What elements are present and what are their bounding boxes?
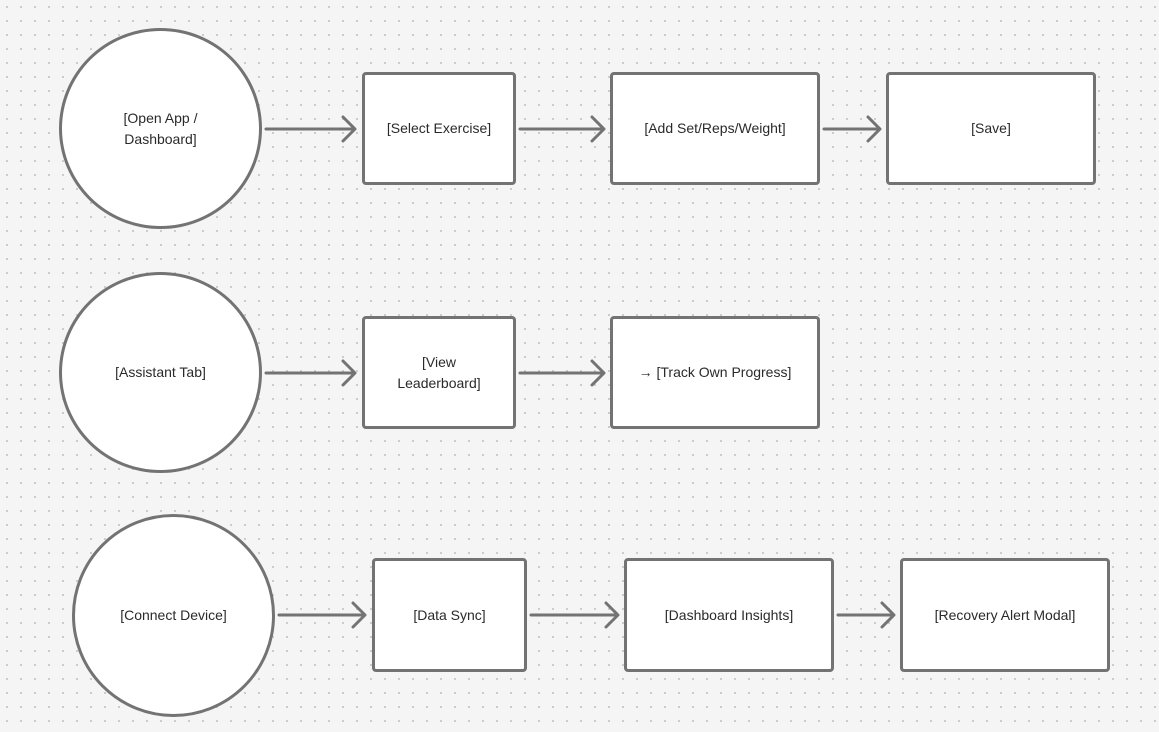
node-label: [Assistant Tab] (115, 364, 206, 380)
node-label: [Save] (971, 120, 1011, 136)
node-dashboard-insights[interactable]: [Dashboard Insights] (624, 558, 834, 672)
node-label: [Add Set/Reps/Weight] (644, 120, 786, 136)
connector-arrow (277, 601, 367, 629)
node-label: [Data Sync] (413, 606, 486, 623)
node-open-app-dashboard[interactable]: [Open App / Dashboard] (59, 28, 262, 229)
connector-arrow (529, 601, 620, 629)
node-track-own-progress[interactable]: → [Track Own Progress] (610, 316, 820, 429)
node-label: → [Track Own Progress] (638, 364, 792, 380)
connector-arrow (518, 115, 606, 143)
connector-arrow (264, 115, 357, 143)
node-data-sync[interactable]: [Data Sync] (372, 558, 527, 672)
node-recovery-alert-modal[interactable]: [Recovery Alert Modal] (900, 558, 1110, 672)
connector-arrow (264, 359, 357, 387)
node-view-leaderboard[interactable]: [View Leaderboard] (362, 316, 516, 429)
node-select-exercise[interactable]: [Select Exercise] (362, 72, 516, 185)
node-label: [Select Exercise] (386, 120, 492, 136)
node-connect-device[interactable]: [Connect Device] (72, 514, 275, 717)
node-label: [View Leaderboard] (397, 353, 481, 391)
node-save[interactable]: [Save] (886, 72, 1096, 185)
node-label: [Dashboard Insights] (664, 606, 794, 623)
connector-arrow (836, 601, 896, 629)
node-label: [Open App / Dashboard] (123, 109, 198, 147)
node-label: [Connect Device] (120, 607, 227, 623)
connector-arrow (822, 115, 882, 143)
connector-arrow (518, 359, 606, 387)
node-add-set-reps-weight[interactable]: [Add Set/Reps/Weight] (610, 72, 820, 185)
node-assistant-tab[interactable]: [Assistant Tab] (59, 272, 262, 473)
node-label: [Recovery Alert Modal] (934, 606, 1076, 623)
